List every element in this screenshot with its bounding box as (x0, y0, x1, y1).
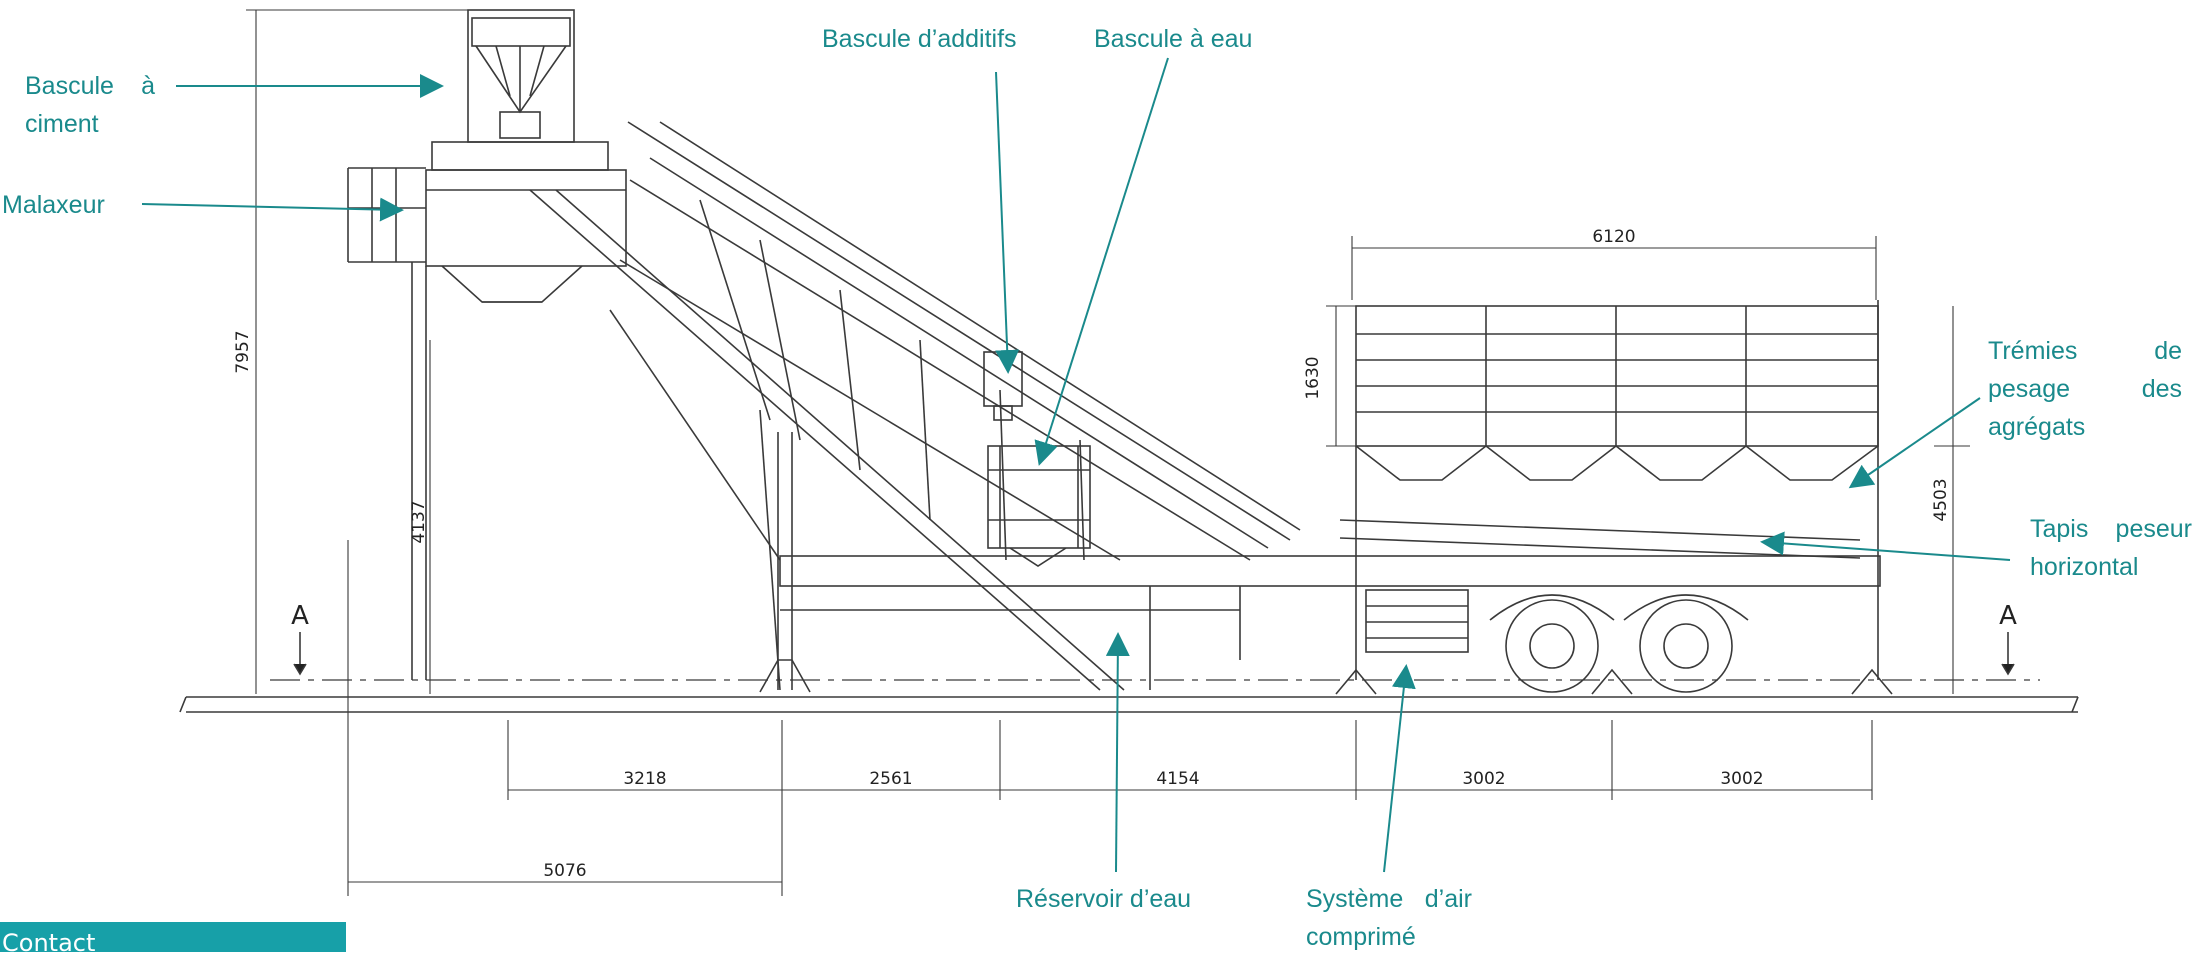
dim-total-height: 7957 (233, 330, 253, 373)
section-markers (293, 632, 2015, 676)
dim-seg5: 3002 (1720, 769, 1763, 789)
label-weigh-belt: Tapis peseur horizontal (2030, 510, 2192, 586)
label-belt-w2: peseur (2115, 515, 2192, 543)
weigh-belt-drawing (1339, 519, 1861, 559)
label-water-tank: Réservoir d’eau (1016, 885, 1192, 913)
label-hoppers-w1: Trémies (1988, 337, 2078, 365)
air-system-drawing (1365, 589, 1469, 653)
label-air-system: Système d’air comprimé (1306, 880, 1472, 956)
dim-seg2: 2561 (869, 769, 912, 789)
label-belt-w1: Tapis (2030, 515, 2089, 543)
label-hoppers-w5: agrégats (1988, 413, 2086, 441)
dim-overall-length: 6120 (1592, 227, 1635, 247)
dim-rear-height: 4503 (1931, 478, 1951, 521)
aggregate-hoppers-drawing (1355, 300, 1879, 680)
label-hoppers-w3: pesage (1988, 375, 2071, 403)
label-air-w2: d’air (1424, 885, 1472, 913)
label-mixer: Malaxeur (2, 191, 105, 219)
label-cement-weigher-w2: à (141, 72, 155, 100)
label-aggregate-hoppers: Trémies de pesage des agrégats (1988, 332, 2182, 446)
label-belt-w3: horizontal (2030, 553, 2139, 581)
dim-seg4: 3002 (1462, 769, 1505, 789)
section-mark-left: A (291, 601, 309, 631)
stairway-drawing (529, 189, 1125, 691)
dim-seg1: 3218 (623, 769, 666, 789)
ground-line (179, 679, 2079, 713)
water-weigher-drawing (983, 351, 1091, 567)
label-additive-weigher: Bascule d’additifs (822, 25, 1017, 53)
dim-mixer-offset: 5076 (543, 861, 586, 881)
chassis-drawing (759, 432, 1881, 693)
dim-mixer-height: 4137 (409, 500, 429, 543)
label-cement-weigher: Bascule à ciment (25, 67, 155, 143)
cement-weigher-drawing (467, 9, 575, 143)
outrigger-feet (1335, 668, 1893, 695)
dim-seg3: 4154 (1156, 769, 1199, 789)
dimension-lines (246, 9, 1970, 896)
label-cement-weigher-w1: Bascule (25, 72, 114, 100)
label-hoppers-w2: de (2154, 337, 2182, 365)
dim-hopper-height: 1630 (1303, 356, 1323, 399)
inclined-conveyor-drawing (619, 121, 1301, 561)
section-mark-right: A (1999, 601, 2017, 631)
label-air-w3: comprimé (1306, 923, 1416, 951)
mixer-drawing (347, 141, 627, 680)
leader-arrows (141, 57, 2011, 873)
label-hoppers-w4: des (2141, 375, 2182, 403)
label-water-weigher: Bascule à eau (1094, 25, 1253, 53)
label-air-w1: Système (1306, 885, 1404, 913)
label-cement-weigher-w3: ciment (25, 110, 99, 138)
contact-tab[interactable]: Contact (0, 922, 346, 952)
wheels-drawing (1489, 594, 1749, 693)
